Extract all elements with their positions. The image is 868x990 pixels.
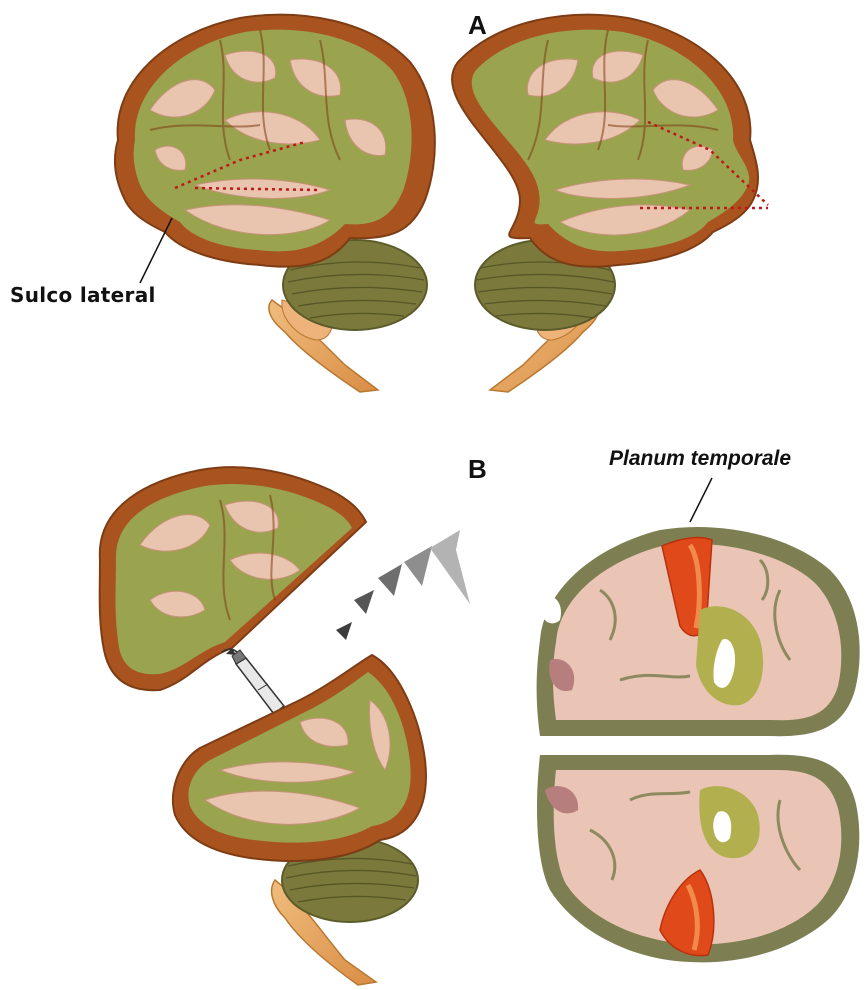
panel-label-b: B bbox=[468, 454, 487, 485]
left-hemisphere-brain bbox=[115, 15, 435, 392]
right-hemisphere-brain bbox=[452, 15, 768, 392]
panel-label-a: A bbox=[468, 10, 487, 41]
horizontal-section-upper bbox=[537, 527, 860, 736]
cut-direction-arrows-icon bbox=[336, 530, 470, 640]
planum-temporale-label: Planum temporale bbox=[609, 447, 791, 471]
scalpel-icon bbox=[222, 648, 284, 714]
planum-temporale-pointer bbox=[690, 478, 712, 522]
horizontal-section-lower bbox=[537, 755, 859, 963]
cut-brain-lower bbox=[173, 655, 426, 985]
lateral-sulcus-label: Sulco lateral bbox=[10, 283, 156, 307]
